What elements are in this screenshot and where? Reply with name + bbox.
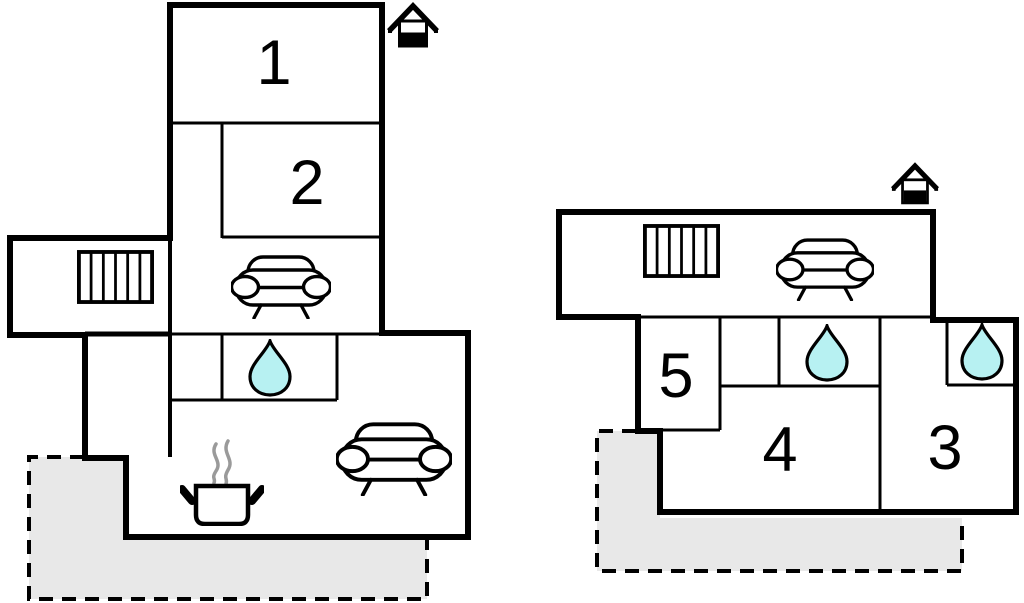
room-3-label: 3 [927, 413, 962, 483]
entrance-house-icon [389, 6, 437, 46]
building-left-unit: 1 2 [7, 2, 471, 540]
terrace-right [595, 429, 964, 573]
radiator-icon [77, 250, 154, 304]
terrace-right-area [597, 431, 962, 571]
building-right-interior-walls [638, 315, 1016, 512]
building-right-outer-walls [556, 209, 1019, 515]
terrace-left [27, 455, 429, 601]
building-right-unit: 5 4 3 [556, 166, 1019, 515]
steam-icon [211, 442, 220, 485]
entrance-house-icon [893, 166, 937, 203]
terrace-left-area [29, 457, 427, 599]
building-left-interior-walls [170, 121, 383, 402]
kitchen-icons [182, 439, 262, 524]
terrace-left-dashed-border [27, 455, 429, 601]
room-1-label: 1 [256, 28, 291, 98]
room-4-label: 4 [762, 415, 797, 485]
radiator-icon [643, 224, 720, 278]
steam-icon [223, 439, 232, 486]
terrace-right-dashed-border [595, 429, 964, 573]
room-2-label: 2 [289, 148, 324, 218]
room-5-label: 5 [658, 341, 693, 411]
